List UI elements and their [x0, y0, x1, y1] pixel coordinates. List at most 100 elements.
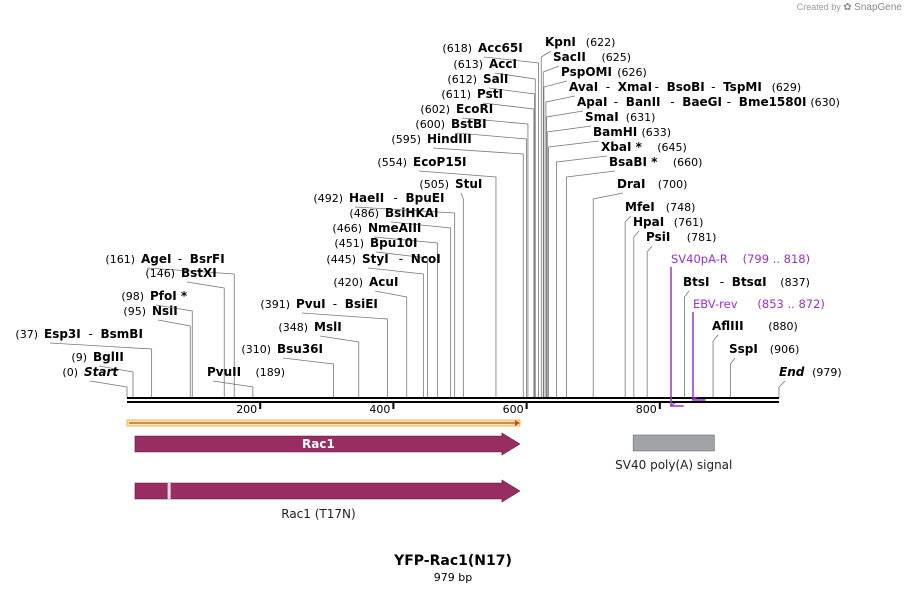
site-position: (9) — [71, 351, 87, 364]
site-position: (906) — [770, 343, 800, 356]
site-position: (618) — [442, 42, 472, 55]
site-lines — [49, 50, 786, 398]
restriction-site: (445)StyI-NcoI — [326, 252, 440, 266]
enzyme-name: Bsu36I — [277, 342, 323, 356]
feature-arrow — [134, 432, 521, 456]
enzyme-name: StyI — [362, 252, 389, 266]
site-name-separator: - — [720, 275, 724, 289]
site-name-separator: - — [394, 191, 398, 205]
enzyme-name: HpaI — [633, 215, 664, 229]
site-position: (37) — [15, 328, 38, 341]
restriction-site: (618)Acc65I — [442, 41, 522, 55]
feature-label: Rac1 (T17N) — [281, 507, 355, 521]
site-leader-line — [545, 95, 576, 398]
enzyme-name: BstBI — [451, 117, 487, 131]
enzyme-name: EcoP15I — [413, 155, 467, 169]
enzyme-name: PfoI * — [150, 289, 188, 303]
enzyme-name: BpuEI — [406, 191, 445, 205]
enzyme-name: BsiHKAI — [385, 206, 439, 220]
restriction-site: (611) PstI — [441, 87, 503, 101]
enzyme-name: BsiEI — [345, 297, 378, 311]
restriction-site: PspOMI(626) — [561, 65, 647, 79]
enzyme-name: EcoRI — [456, 102, 493, 116]
site-leader-line — [98, 365, 134, 398]
snapgene-logo-icon: ✿ — [843, 2, 852, 13]
site-name-separator: - — [606, 80, 610, 94]
site-position: (95) — [123, 305, 146, 318]
site-position: (611) — [441, 88, 471, 101]
site-position: (629) — [772, 81, 802, 94]
restriction-site: DraI(700) — [617, 177, 687, 191]
enzyme-name: SacII — [553, 50, 586, 64]
enzyme-name: BtsαI — [732, 275, 767, 289]
site-name-separator: - — [178, 252, 182, 266]
site-position: (781) — [687, 231, 717, 244]
restriction-site: (37) Esp3I-BsmBI — [15, 327, 143, 341]
site-leader-line — [374, 290, 408, 398]
site-leader-line — [543, 80, 568, 398]
restriction-site: (146) BstXI — [145, 266, 216, 280]
site-leader-line — [483, 56, 539, 398]
restriction-site: (310)Bsu36I — [241, 342, 323, 356]
enzyme-name: PsiI — [646, 230, 670, 244]
enzyme-name: NcoI — [411, 252, 441, 266]
feature-label: SV40 poly(A) signal — [615, 458, 732, 472]
enzyme-name: XmaI — [618, 80, 652, 94]
site-position: (146) — [145, 267, 175, 280]
restriction-site: End(979) — [779, 365, 842, 379]
site-position: (645) — [657, 141, 687, 154]
site-leader-line — [418, 170, 497, 398]
site-leader-line — [373, 236, 438, 398]
primer: SV40pA-R(799 .. 818) — [669, 252, 811, 407]
site-position: (625) — [602, 51, 632, 64]
site-leader-line — [633, 230, 640, 398]
enzyme-name: HaeII — [349, 191, 384, 205]
primer-range: (799 .. 818) — [743, 252, 811, 266]
site-position: (98) — [121, 290, 144, 303]
enzyme-name: BsrFI — [190, 252, 225, 266]
site-leader-line — [488, 87, 535, 398]
enzyme-name: BsmBI — [101, 327, 143, 341]
site-position: (626) — [617, 66, 647, 79]
site-leader-line — [301, 312, 388, 398]
site-position: (486) — [349, 207, 379, 220]
restriction-site: SspI(906) — [729, 342, 799, 356]
enzyme-name: Esp3I — [44, 327, 81, 341]
site-leader-line — [282, 357, 334, 398]
primer-arrow-head — [669, 402, 676, 407]
site-name-separator: - — [89, 327, 93, 341]
site-leader-line — [49, 342, 153, 398]
sequence-backbone — [127, 397, 779, 403]
site-leader-line — [542, 65, 560, 398]
restriction-site: (602) EcoRI — [420, 102, 493, 116]
sequence-title: YFP-Rac1(N17) — [394, 553, 512, 569]
site-position: (700) — [658, 178, 688, 191]
restriction-site: BtsI-BtsαI(837) — [683, 275, 810, 289]
site-leader-line — [460, 192, 464, 398]
enzyme-name: BsoBI — [667, 80, 705, 94]
orf-arrow-head — [514, 420, 520, 426]
enzyme-name: End — [779, 365, 805, 379]
restriction-site: (420)AcuI — [333, 275, 398, 289]
site-leader-line — [646, 245, 653, 398]
site-position: (602) — [420, 103, 450, 116]
restriction-site: PsiI (781) — [646, 230, 716, 244]
enzyme-name: BstXI — [181, 266, 217, 280]
restriction-site: (492)HaeII-BpuEI — [313, 191, 444, 205]
restriction-site: (613)AccI — [453, 57, 517, 71]
site-position: (161) — [105, 253, 135, 266]
enzyme-name: BsaBI * — [609, 155, 658, 169]
site-position: (451) — [334, 237, 364, 250]
restriction-site: HpaI(761) — [633, 215, 703, 229]
site-leader-line — [155, 304, 193, 398]
site-position: (880) — [768, 320, 798, 333]
enzyme-name: PstI — [477, 87, 503, 101]
restriction-site: (348)MslI — [278, 320, 341, 334]
site-name-separator: - — [614, 95, 618, 109]
site-position: (445) — [326, 253, 356, 266]
enzyme-name: SalI — [483, 72, 508, 86]
primer-name: EBV-rev — [693, 297, 738, 311]
site-leader-line — [546, 125, 592, 398]
site-name-separator: - — [670, 95, 674, 109]
